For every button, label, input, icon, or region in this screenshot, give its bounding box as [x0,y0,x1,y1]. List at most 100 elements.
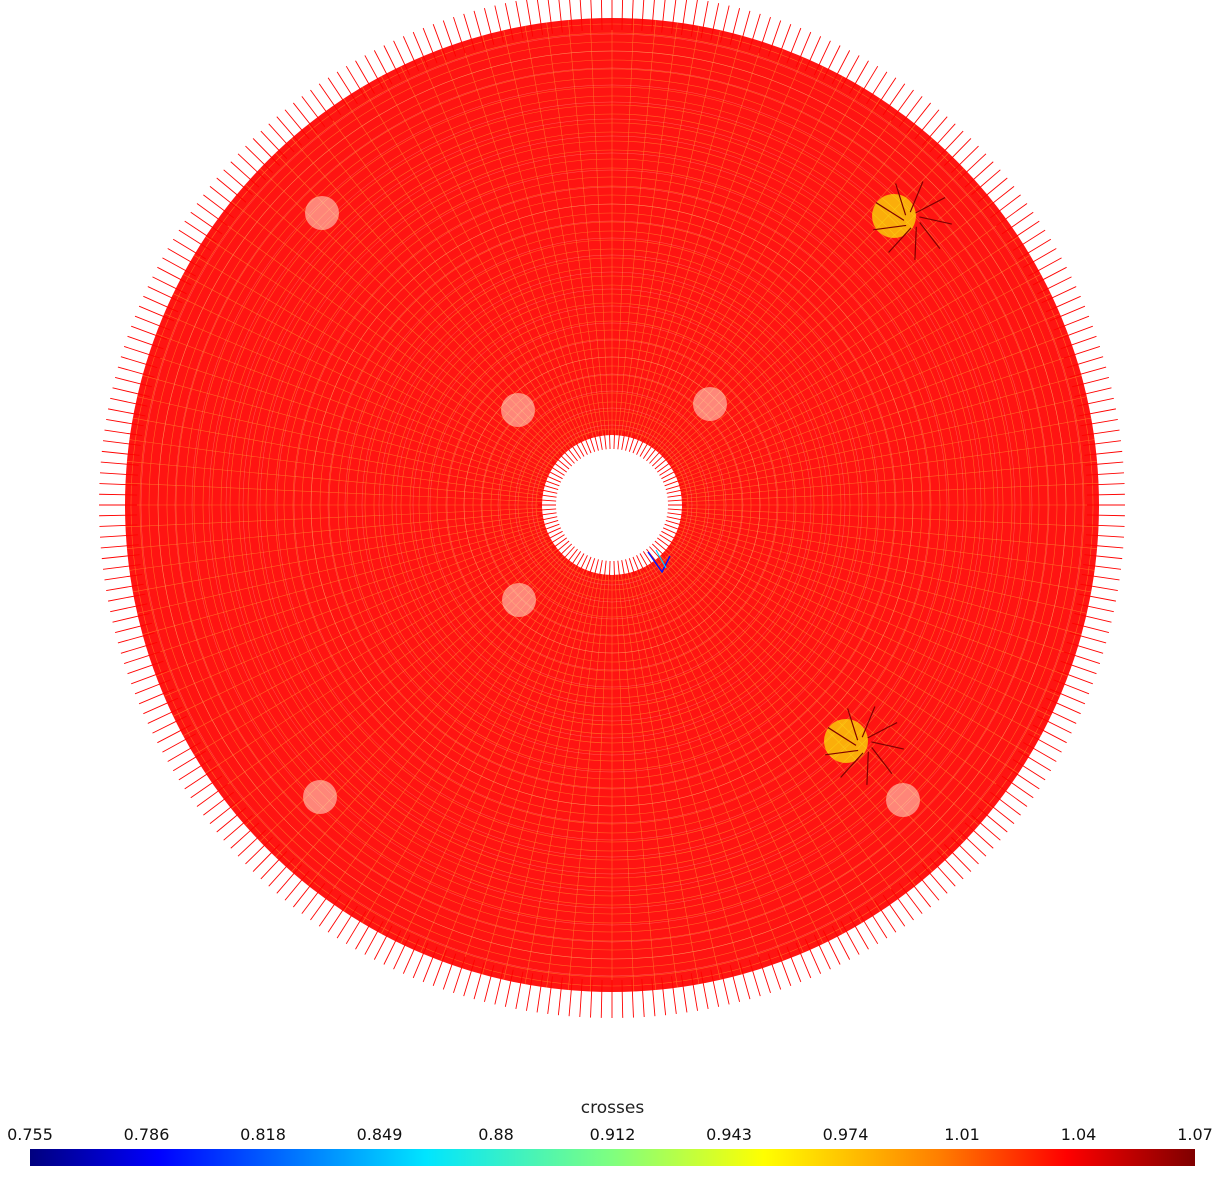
rim-spoke [831,925,851,960]
rim-spoke [147,286,183,304]
rim-spoke [906,876,932,908]
mesh-line [636,48,784,440]
mesh-line [126,510,543,549]
rim-spoke [1037,276,1072,295]
rim-spoke [412,31,429,68]
rim-spoke [373,925,393,960]
hole-spoke [583,556,592,574]
mesh-lines [125,18,1099,992]
mesh-line [183,273,551,473]
hole-spoke [593,433,599,451]
hole-spoke [579,438,588,455]
rim-spoke [209,799,241,825]
rim-spoke [152,276,187,295]
hotspot-line [888,227,912,253]
rim-spoke [157,266,192,286]
mesh-line [642,567,824,944]
hole-spoke [639,553,650,570]
mesh-line [630,572,742,975]
rim-spoke [1001,211,1034,235]
mesh-line [614,574,635,992]
rim-spoke [1018,750,1052,772]
rim-spoke [364,921,384,955]
hole-spoke [617,431,621,450]
rim-spoke [990,791,1021,816]
mesh-line [650,98,881,447]
mesh-line [664,550,979,826]
rim-spoke [209,185,241,211]
mesh-ring [191,84,1033,926]
rim-spoke [157,724,192,744]
rim-spoke [922,116,948,146]
rim-spoke [117,366,155,378]
mesh-line [678,526,1076,656]
mesh-ring [395,288,829,722]
rim-spoke [1032,724,1067,744]
rim-spoke [345,911,367,945]
rim-spoke [1085,461,1124,466]
rim-spoke [700,971,709,1009]
rim-spoke [600,979,603,1018]
rim-spoke [432,24,447,60]
rim-spoke [223,815,253,841]
hotspot-line [861,706,876,738]
rim-spoke [621,0,624,31]
rim-spoke [99,514,138,517]
rim-spoke [184,767,217,790]
rim-spoke [964,161,994,188]
hole-spoke [562,449,575,464]
rim-spoke [1001,775,1034,799]
mesh-line [193,540,553,756]
hole-spoke [544,527,562,536]
mesh-line [343,563,574,912]
mesh-line [482,572,594,975]
colorbar [30,1149,1195,1166]
mesh-line [670,543,1019,774]
rim-spoke [336,905,358,939]
rim-spoke [483,8,495,46]
mesh-gaps [140,33,1084,977]
rim-spoke [1086,524,1125,527]
hotspot-glow [872,194,916,238]
mesh-line [173,535,550,717]
pale-spot [886,783,920,817]
mesh-line [677,529,1069,677]
rim-spoke [127,660,164,675]
mesh-ring [310,203,914,807]
hole-spoke [639,440,650,457]
rim-spoke [710,3,720,41]
rim-spoke [276,116,302,146]
rim-spoke [178,229,212,251]
rim-spoke [661,0,666,33]
rim-spoke [284,870,310,901]
pale-spot [305,196,339,230]
rim-spoke [260,130,288,160]
rim-spoke [106,419,144,427]
hole-spoke [621,432,626,450]
mesh-line [325,561,572,900]
pale-spot [303,780,337,814]
hole-spoke [651,543,666,557]
hole-spoke [539,489,558,494]
spoke-group [99,0,1125,1018]
hole-spoke [538,508,557,511]
mesh-ring [174,67,1050,943]
mesh-line [680,417,1092,493]
mesh-line [671,254,1031,470]
hole-spoke [628,558,636,576]
hole-spoke [646,548,658,564]
rim-spoke [108,408,146,417]
rim-spoke [310,889,334,921]
mesh-line [633,571,763,969]
rim-spoke [671,0,677,34]
hole-spoke [661,469,678,480]
hotspot-line [919,216,952,225]
hole-spoke [651,453,666,467]
rim-spoke [898,96,923,127]
rim-spoke [641,0,645,31]
rim-spoke [914,109,940,140]
hotspot-line [827,727,857,746]
rim-spoke [453,16,466,54]
rim-spoke [1037,715,1072,734]
rim-spoke [983,799,1015,825]
